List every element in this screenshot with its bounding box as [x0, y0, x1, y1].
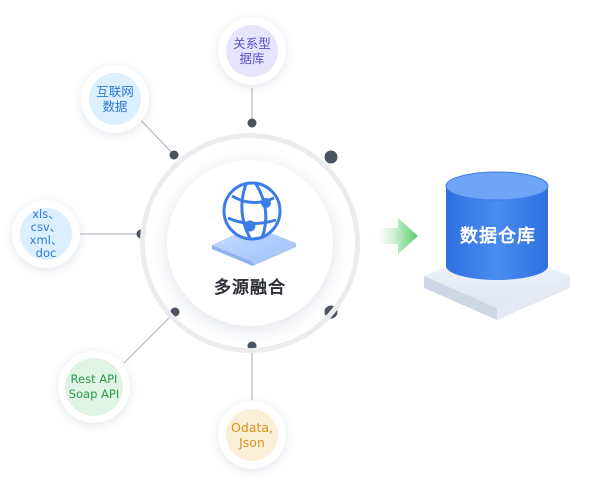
- hub-platform: [212, 226, 296, 262]
- hub-label: 多源融合: [214, 278, 286, 298]
- node-top: [247, 118, 257, 128]
- globe-network-icon: [222, 181, 282, 241]
- source-internet-data: 互联网 数据: [81, 65, 149, 133]
- files-label: xls、 csv、 xml、 doc: [20, 208, 72, 260]
- apis-label: Rest API Soap API: [65, 358, 123, 416]
- source-apis: Rest API Soap API: [58, 351, 130, 423]
- source-files: xls、 csv、 xml、 doc: [12, 200, 80, 268]
- node-upper-left: [169, 150, 179, 160]
- source-relational-db: 关系型 据库: [218, 17, 286, 85]
- connector-apis: [123, 311, 176, 364]
- internet-data-label: 互联网 数据: [89, 73, 141, 125]
- relational-db-label: 关系型 据库: [226, 25, 278, 77]
- arrow-right-icon: [378, 218, 418, 254]
- hub-outer-ring: [140, 133, 360, 353]
- odata-json-label: Odata, Json: [226, 409, 278, 461]
- database-cylinder-icon: [445, 171, 549, 280]
- node-upper-right: [324, 150, 338, 164]
- source-odata-json: Odata, Json: [218, 401, 286, 469]
- warehouse-label: 数据仓库: [460, 226, 536, 247]
